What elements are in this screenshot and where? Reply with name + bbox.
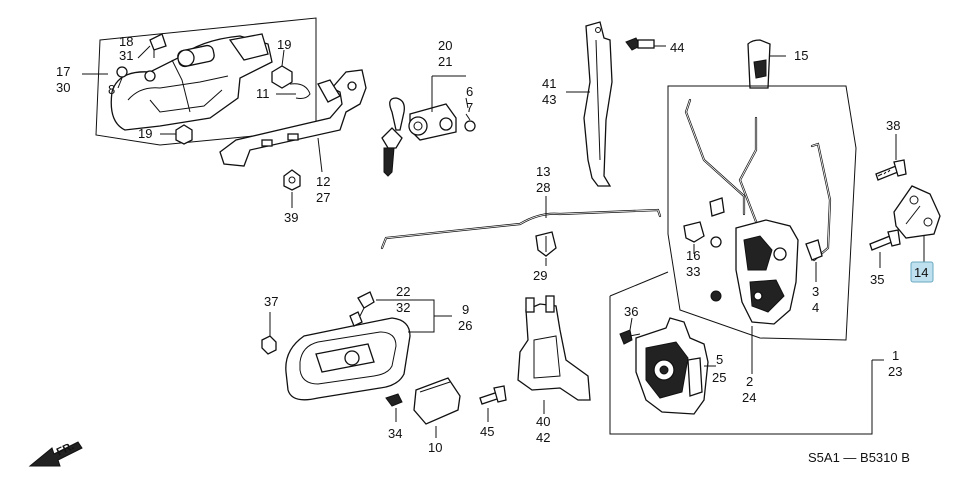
clip-18-31 <box>149 33 167 51</box>
callout-22: 22 <box>396 284 410 299</box>
callout-9: 9 <box>462 302 469 317</box>
part-7 <box>464 120 476 132</box>
callout-3: 3 <box>812 284 819 299</box>
latch-assembly <box>609 85 884 435</box>
callout-27: 27 <box>316 190 330 205</box>
callout-25: 25 <box>712 370 726 385</box>
callout-42: 42 <box>536 430 550 445</box>
callout-34: 34 <box>388 426 402 441</box>
callout-37: 37 <box>264 294 278 309</box>
callout-24: 24 <box>742 390 756 405</box>
callout-16: 16 <box>686 248 700 263</box>
screw-34 <box>385 393 403 407</box>
bracket-40-42 <box>517 303 591 401</box>
handle-bracket <box>219 69 367 208</box>
callout-17: 17 <box>56 64 70 79</box>
callout-6: 6 <box>466 84 473 99</box>
callout-15: 15 <box>794 48 808 63</box>
cap-10 <box>413 377 461 425</box>
callout-45: 45 <box>480 424 494 439</box>
callout-29: 29 <box>533 268 547 283</box>
callout-2: 2 <box>746 374 753 389</box>
actuator-group <box>619 317 716 415</box>
callout-10: 10 <box>428 440 442 455</box>
callout-33: 33 <box>686 264 700 279</box>
lock-cylinder-group <box>381 75 476 177</box>
callout-7: 7 <box>466 100 473 115</box>
callout-19-top: 19 <box>277 37 291 52</box>
grommet-19-top <box>271 65 293 89</box>
callout-14: 14 <box>914 265 928 280</box>
callout-19-bottom: 19 <box>138 126 152 141</box>
nut-39 <box>283 169 301 191</box>
callout-1: 1 <box>892 348 899 363</box>
callout-21: 21 <box>438 54 452 69</box>
callout-13: 13 <box>536 164 550 179</box>
callout-35: 35 <box>870 272 884 287</box>
rod-13-28 <box>380 208 662 250</box>
screw-38 <box>875 165 899 181</box>
bolt-36 <box>619 329 633 345</box>
outer-handle-group <box>82 17 317 146</box>
bracket-41-43-group <box>566 21 786 187</box>
striker-group <box>869 134 941 268</box>
callout-11: 11 <box>256 86 270 101</box>
clip-16-33 <box>683 221 705 243</box>
callout-26: 26 <box>458 318 472 333</box>
drawing-code: S5A1 — B5310 B <box>808 450 910 465</box>
part-3-4 <box>805 239 823 261</box>
callout-36: 36 <box>624 304 638 319</box>
bracket-40-42-group <box>479 295 591 422</box>
callout-39: 39 <box>284 210 298 225</box>
callout-8: 8 <box>108 82 115 97</box>
callout-38: 38 <box>886 118 900 133</box>
callout-43: 43 <box>542 92 556 107</box>
callout-14-highlight <box>910 261 934 283</box>
direction-label: FR. <box>55 440 76 458</box>
lock-rod <box>380 196 662 266</box>
callout-20: 20 <box>438 38 452 53</box>
callout-5: 5 <box>716 352 723 367</box>
front-direction-arrow <box>28 441 83 467</box>
callout-4: 4 <box>812 300 819 315</box>
key <box>389 97 405 131</box>
grommet-19-bottom <box>175 124 193 145</box>
callout-labels: 17 30 18 31 8 19 11 19 12 27 39 20 21 6 … <box>55 34 929 465</box>
callout-23: 23 <box>888 364 902 379</box>
callout-40: 40 <box>536 414 550 429</box>
callout-12: 12 <box>316 174 330 189</box>
callout-31: 31 <box>119 48 133 63</box>
part-8 <box>116 66 128 78</box>
bracket-12-27 <box>219 69 367 167</box>
callout-32: 32 <box>396 300 410 315</box>
inner-handle-group <box>261 291 461 438</box>
callout-18: 18 <box>119 34 133 49</box>
clip-22-32 <box>357 291 375 309</box>
callout-41: 41 <box>542 76 556 91</box>
callout-30: 30 <box>56 80 70 95</box>
screw-35 <box>869 235 893 251</box>
nut-37 <box>261 335 277 355</box>
callout-44: 44 <box>670 40 684 55</box>
striker-14 <box>893 185 941 239</box>
callout-28: 28 <box>536 180 550 195</box>
